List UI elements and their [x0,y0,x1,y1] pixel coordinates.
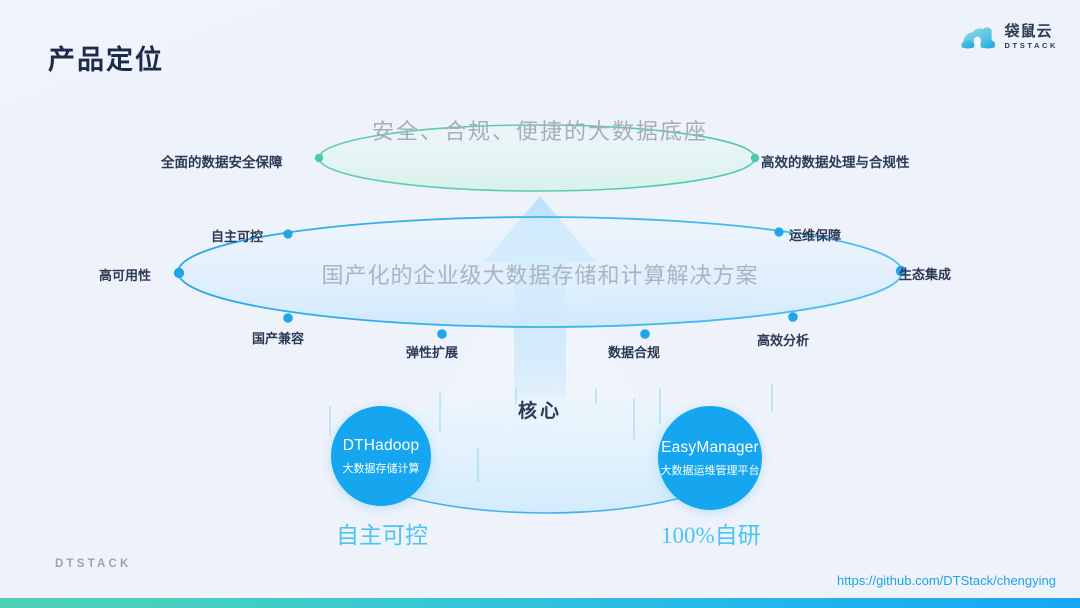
node-dot-tanxingkuozhan [437,329,447,339]
core-label: 核心 [517,401,562,422]
node-dot-gaoxiaofenxi [788,312,798,322]
node-label-gaokeyongxing: 高可用性 [99,268,152,283]
product-name-dthadoop: DTHadoop [342,436,420,454]
footer-url[interactable]: https://github.com/DTStack/chengying [837,573,1056,588]
product-name-easymanager: EasyManager [661,438,759,456]
logo-text-cn: 袋鼠云 [1004,23,1053,41]
top-label-right: 高效的数据处理与合规性 [761,155,910,170]
node-label-shengtaijicheng: 生态集成 [899,267,952,282]
product-caption-dthadoop: 自主可控 [336,523,428,548]
node-dot-gaokeyongxing [173,267,185,279]
top-layer-caption: 安全、合规、便捷的大数据底座 [371,119,708,144]
node-label-gaoxiaofenxi: 高效分析 [757,333,810,348]
page-title: 产品定位 [48,45,164,75]
logo-text-en: DTSTACK [1004,41,1058,51]
product-caption-easymanager: 100%自研 [661,523,761,548]
node-dot-shujuhegui [640,329,650,339]
product-circle-dthadoop[interactable]: DTHadoop 大数据存储计算 [331,406,431,506]
footer-brand: DTSTACK [55,558,132,570]
node-label-shujuhegui: 数据合规 [608,345,661,360]
node-label-tanxingkuozhan: 弹性扩展 [406,345,459,360]
top-label-left: 全面的数据安全保障 [161,155,283,170]
middle-layer-caption: 国产化的企业级大数据存储和计算解决方案 [321,263,759,288]
node-dot-guochanjianrong [283,313,293,323]
dtstack-cloud-icon [961,27,995,49]
product-circle-easymanager[interactable]: EasyManager 大数据运维管理平台 [658,406,762,510]
node-dot-yunweibaozhang [774,227,784,237]
node-label-guochanjianrong: 国产兼容 [252,331,305,346]
node-dot-zizhukekong [283,229,293,239]
product-subtitle-easymanager: 大数据运维管理平台 [660,464,760,477]
node-dot-shengtaijicheng [895,265,907,277]
brand-logo: 袋鼠云 DTSTACK [960,22,1058,52]
node-dot-top-right [750,153,760,163]
node-dot-top-left [314,153,324,163]
node-label-zizhukekong: 自主可控 [211,229,264,244]
product-subtitle-dthadoop: 大数据存储计算 [342,462,420,475]
node-label-yunweibaozhang: 运维保障 [789,228,842,243]
footer-gradient-bar [0,598,1080,608]
